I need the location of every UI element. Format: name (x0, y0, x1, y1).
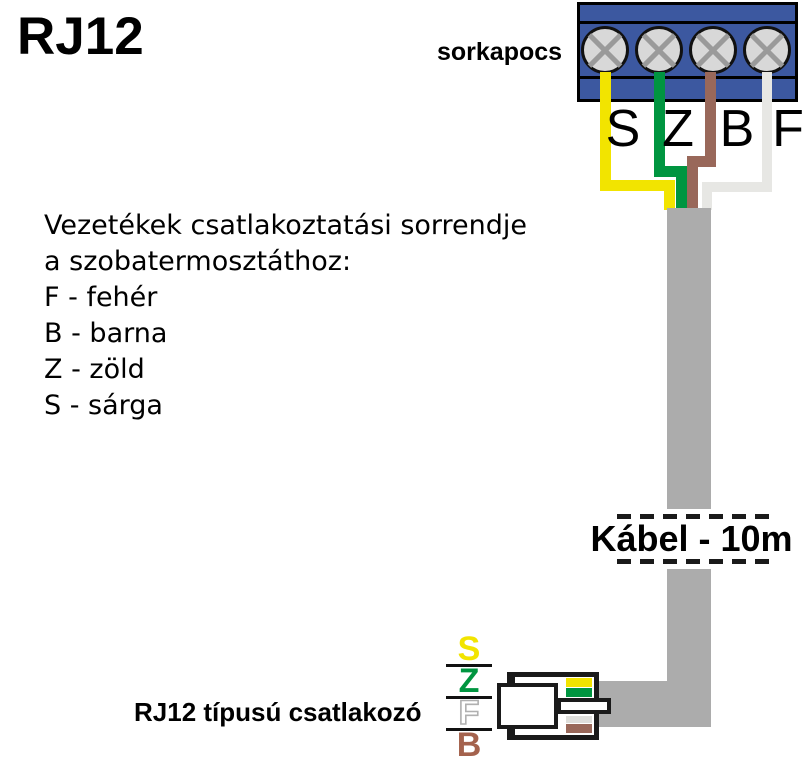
pin-letter-white: F (458, 694, 480, 732)
wire-yellow-segment (600, 72, 611, 191)
pin-letter-yellow: S (457, 630, 481, 668)
screw-icon (689, 26, 737, 74)
wire-green-segment (676, 170, 687, 210)
terminal-wire-letter: Z (662, 100, 694, 158)
screw-icon (581, 26, 629, 74)
wire-white-segment (702, 182, 772, 192)
plug-wire-stripe-yellow (566, 678, 592, 687)
wire-green-segment (654, 72, 665, 177)
terminal-block-divider-top (579, 21, 796, 24)
wire-white-segment (762, 72, 772, 192)
dashed-line (617, 514, 770, 519)
rj12-plug-front (497, 683, 558, 729)
color-legend-item: F - fehér (44, 282, 158, 313)
wire-green-segment (654, 166, 687, 177)
wire-brown-segment (687, 160, 698, 210)
terminal-wire-letter: F (772, 100, 804, 158)
wire-white-segment (702, 186, 712, 210)
screw-icon (743, 26, 791, 74)
wiring-description: Vezetékek csatlakoztatási sorrendje a sz… (44, 208, 527, 424)
color-legend-item: S - sárga (44, 390, 163, 421)
terminal-block (577, 2, 798, 102)
wire-brown-segment (705, 72, 716, 167)
color-legend-item: B - barna (44, 318, 168, 349)
pin-letter-green: Z (458, 662, 480, 700)
terminal-block-divider-bottom (579, 76, 796, 79)
cable-segment (667, 208, 711, 511)
pin-letter-brown: B (456, 726, 482, 760)
wire-brown-segment (687, 156, 716, 167)
wire-yellow-segment (664, 185, 675, 210)
rj12-plug-notch (511, 675, 515, 685)
description-line: Vezetékek csatlakoztatási sorrendje (44, 210, 528, 241)
page-title: RJ12 (17, 7, 144, 66)
screw-icon (635, 26, 683, 74)
wire-yellow-segment (600, 180, 675, 191)
connector-label: RJ12 típusú csatlakozó (134, 697, 422, 727)
plug-wire-stripe-white (566, 716, 592, 723)
dashed-line (617, 559, 770, 564)
plug-wire-stripe-green (566, 688, 592, 697)
pin-divider (446, 728, 492, 731)
cable-length-label: Kábel - 10m (575, 509, 808, 569)
terminal-wire-letter: S (605, 100, 641, 158)
terminal-wire-letter: B (719, 100, 755, 158)
pin-divider (446, 696, 492, 699)
cable-length-text: Kábel - 10m (590, 518, 793, 559)
description-line: a szobatermosztáthoz: (44, 246, 352, 277)
rj12-plug-notch (511, 727, 515, 738)
pin-divider (446, 664, 492, 667)
rj12-plug-latch (557, 698, 611, 714)
color-legend-item: Z - zöld (44, 354, 145, 385)
cable-segment (598, 681, 711, 727)
pin-order-column: S Z F B (445, 630, 493, 760)
plug-wire-stripe-brown (566, 724, 592, 733)
terminal-block-label: sorkapocs (437, 38, 563, 66)
